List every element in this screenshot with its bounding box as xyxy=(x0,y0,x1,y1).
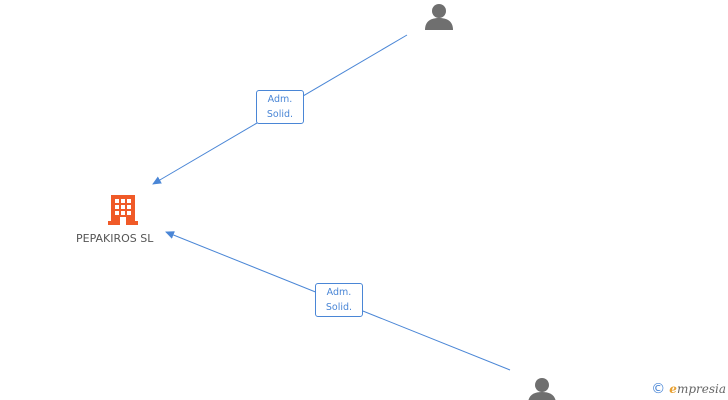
company-name[interactable]: PEPAKIROS SL xyxy=(76,232,154,245)
building-icon[interactable] xyxy=(108,193,138,227)
brand-logo: empresia xyxy=(669,382,726,396)
person-icon[interactable] xyxy=(425,4,453,30)
edge-label-role-type: Solid. xyxy=(325,302,353,313)
empresia-watermark[interactable]: ©empresia xyxy=(651,381,726,397)
person-icon[interactable] xyxy=(528,378,556,400)
edge-label-role-type: Solid. xyxy=(266,109,294,120)
edge-label-role: Adm. xyxy=(326,287,352,298)
edge-label-person-2: Adm. Solid. xyxy=(315,283,363,317)
copyright-icon: © xyxy=(651,381,666,397)
edge-label-role: Adm. xyxy=(267,94,293,105)
edge-label-person-1: Adm. Solid. xyxy=(256,90,304,124)
